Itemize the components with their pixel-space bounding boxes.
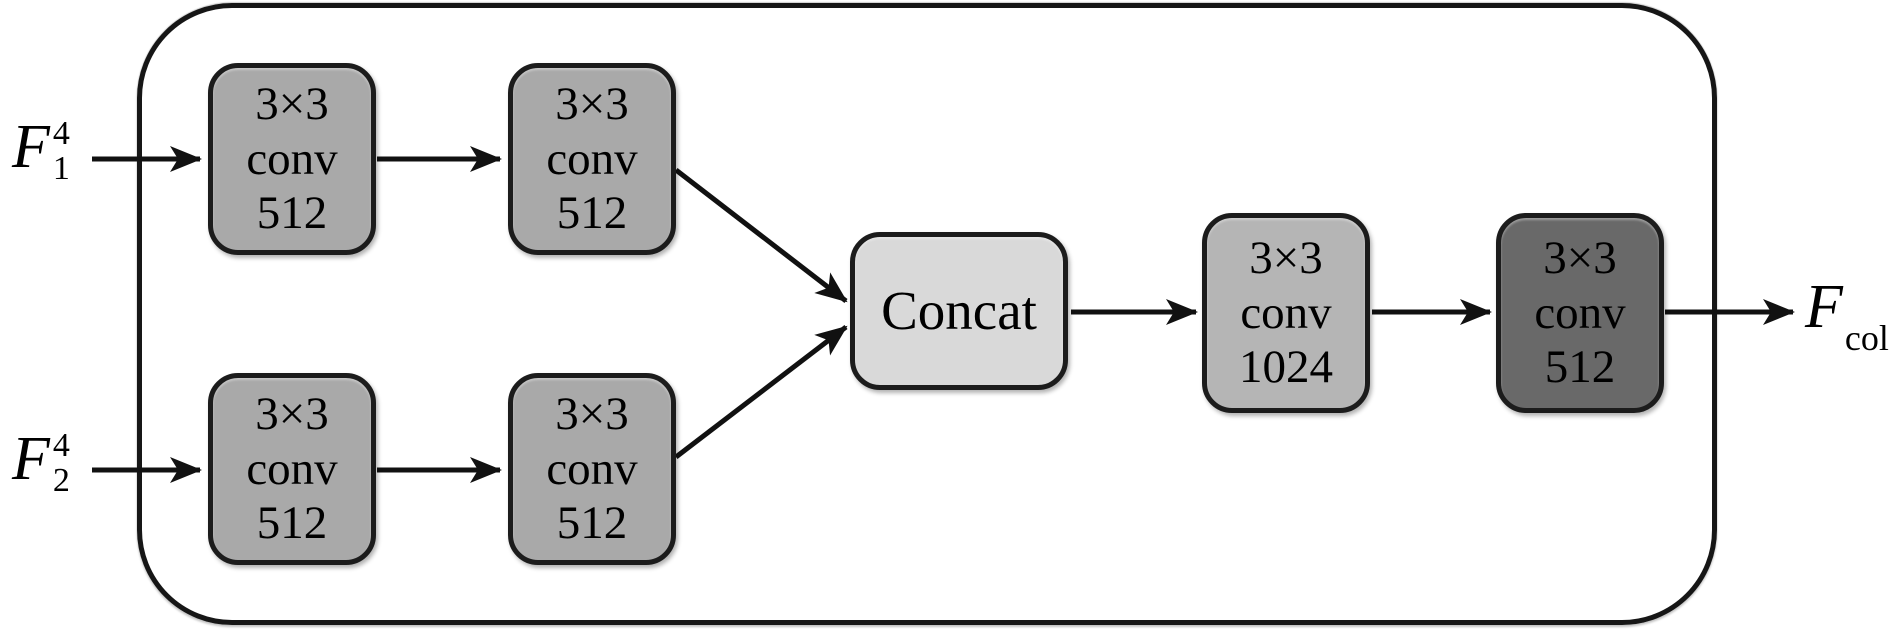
conv-block-label: 3×3 <box>1543 231 1617 284</box>
output-label-fcol-base: F <box>1805 273 1843 341</box>
conv-block-1024: 3×3 conv 1024 <box>1202 213 1370 413</box>
conv-block-512-final: 3×3 conv 512 <box>1496 213 1664 413</box>
conv-block-label: 512 <box>556 497 628 550</box>
conv-block-label: 3×3 <box>1249 231 1323 284</box>
conv-block-label: 3×3 <box>555 387 629 440</box>
concat-label: Concat <box>881 279 1037 341</box>
conv-block-top-1: 3×3 conv 512 <box>208 63 376 255</box>
input-label-f1-scripts: 4 1 <box>52 114 70 187</box>
input-label-f1-superscript: 4 <box>52 114 70 152</box>
concat-block: Concat <box>850 232 1068 390</box>
conv-block-label: 3×3 <box>255 387 329 440</box>
input-label-f2: F 4 2 <box>12 424 70 499</box>
conv-block-label: 512 <box>256 187 328 240</box>
conv-block-label: 512 <box>1544 341 1616 394</box>
conv-block-label: conv <box>246 132 338 185</box>
input-label-f1: F 4 1 <box>12 112 70 187</box>
conv-block-label: conv <box>546 132 638 185</box>
input-label-f2-subscript: 2 <box>52 461 70 499</box>
input-label-f1-base: F <box>12 113 50 181</box>
output-label-fcol: F col <box>1805 272 1889 358</box>
conv-block-label: conv <box>546 442 638 495</box>
input-label-f2-scripts: 4 2 <box>52 426 70 499</box>
conv-block-bottom-1: 3×3 conv 512 <box>208 373 376 565</box>
conv-block-label: conv <box>1240 286 1332 339</box>
input-label-f2-superscript: 4 <box>52 426 70 464</box>
output-label-fcol-subscript: col <box>1844 318 1889 358</box>
conv-block-label: 512 <box>556 187 628 240</box>
conv-block-top-2: 3×3 conv 512 <box>508 63 676 255</box>
conv-block-bottom-2: 3×3 conv 512 <box>508 373 676 565</box>
conv-block-label: conv <box>1534 286 1626 339</box>
input-label-f2-base: F <box>12 425 50 493</box>
conv-block-label: 3×3 <box>255 77 329 130</box>
arrow-bottom-branch-to-concat <box>674 325 848 459</box>
conv-block-label: 512 <box>256 497 328 550</box>
conv-block-label: 3×3 <box>555 77 629 130</box>
arrow-top-branch-to-concat <box>674 168 848 303</box>
input-label-f1-subscript: 1 <box>52 149 70 187</box>
conv-block-label: conv <box>246 442 338 495</box>
conv-block-label: 1024 <box>1239 341 1333 394</box>
